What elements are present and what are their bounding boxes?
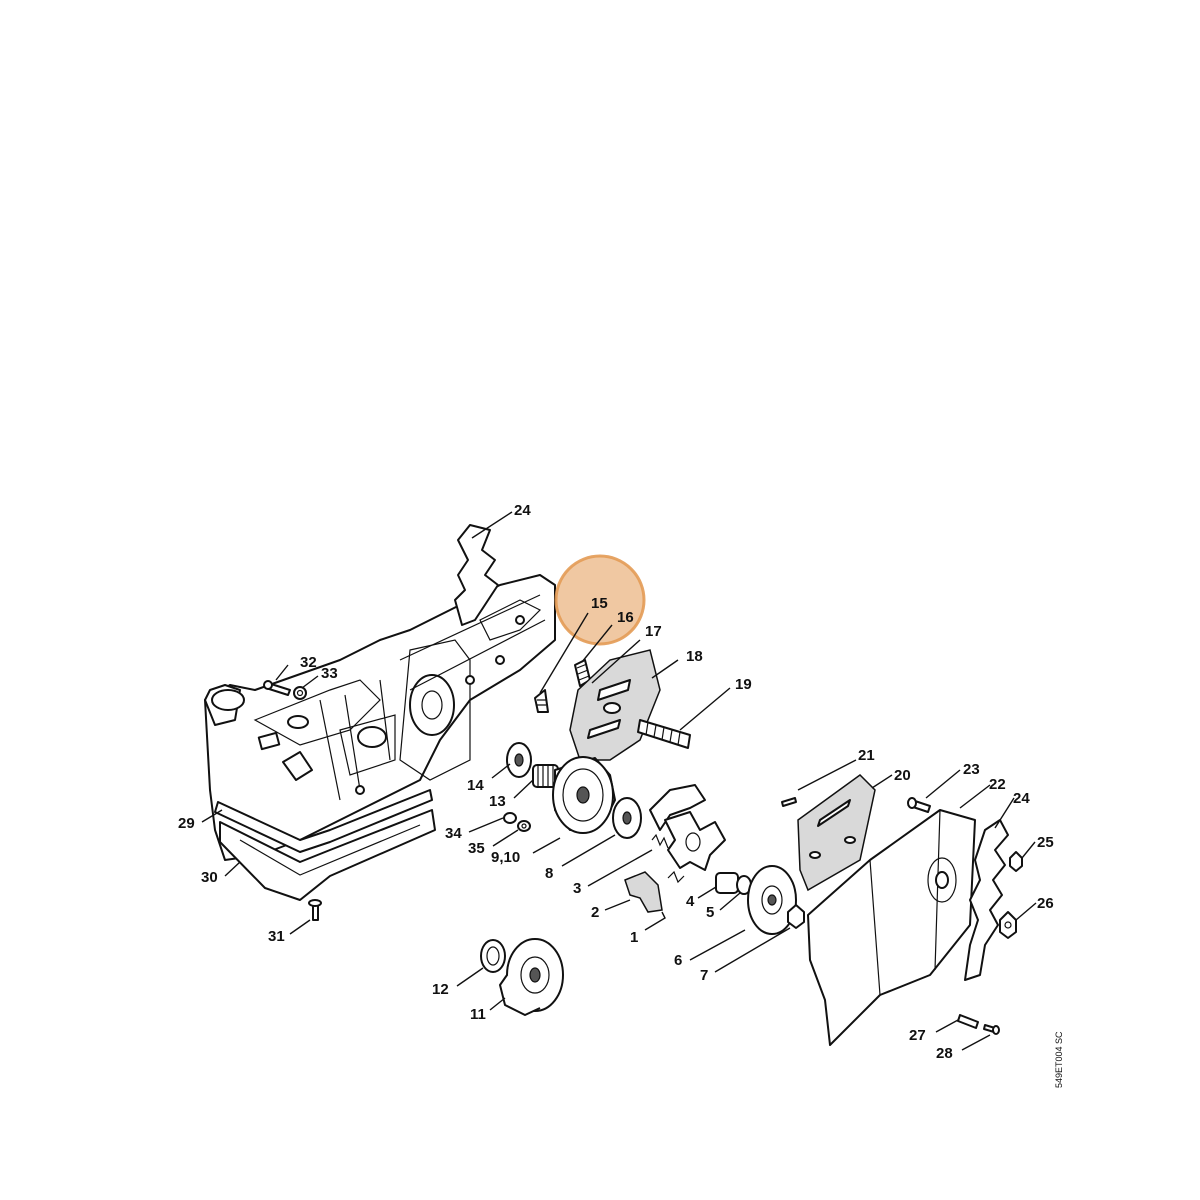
- washer-14[interactable]: [506, 742, 532, 778]
- label-25[interactable]: 25: [1037, 834, 1054, 851]
- label-8[interactable]: 8: [545, 865, 553, 882]
- label-7[interactable]: 7: [700, 967, 708, 984]
- cover-plate-20[interactable]: [797, 774, 876, 892]
- label-5[interactable]: 5: [706, 904, 714, 921]
- nut-35[interactable]: [517, 820, 531, 832]
- label-2[interactable]: 2: [591, 904, 599, 921]
- gasket-24-right[interactable]: [964, 819, 1009, 981]
- label-32[interactable]: 32: [300, 654, 317, 671]
- gasket-24-top[interactable]: [454, 524, 499, 626]
- label-24-top[interactable]: 24: [514, 502, 531, 519]
- screw-15[interactable]: [534, 689, 549, 713]
- label-30[interactable]: 30: [201, 869, 218, 886]
- label-26[interactable]: 26: [1037, 895, 1054, 912]
- part-labels: 24 15 16 17 18 19 32 33 14 13 9,10 34 35…: [178, 502, 1054, 1062]
- nut-25[interactable]: [1009, 851, 1023, 872]
- label-1[interactable]: 1: [630, 929, 638, 946]
- oil-pan-30[interactable]: [219, 809, 436, 901]
- label-6[interactable]: 6: [674, 952, 682, 969]
- label-4[interactable]: 4: [686, 893, 695, 910]
- pin-21[interactable]: [781, 797, 797, 807]
- label-12[interactable]: 12: [432, 981, 449, 998]
- label-15[interactable]: 15: [591, 595, 608, 612]
- label-14[interactable]: 14: [467, 777, 484, 794]
- clutch-drum-11[interactable]: [499, 938, 564, 1016]
- pin-27[interactable]: [957, 1014, 979, 1029]
- screw-31[interactable]: [308, 899, 322, 921]
- label-9-10[interactable]: 9,10: [491, 849, 520, 866]
- nut-26[interactable]: [999, 911, 1017, 939]
- highlight-circle: [554, 554, 646, 646]
- label-17[interactable]: 17: [645, 623, 662, 640]
- leader-lines: [201, 511, 1037, 1051]
- label-13[interactable]: 13: [489, 793, 506, 810]
- sleeve-4[interactable]: [715, 872, 739, 894]
- label-18[interactable]: 18: [686, 648, 703, 665]
- label-21[interactable]: 21: [858, 747, 875, 764]
- clutch-shoe-upper[interactable]: [649, 784, 706, 831]
- label-27[interactable]: 27: [909, 1027, 926, 1044]
- label-19[interactable]: 19: [735, 676, 752, 693]
- label-3[interactable]: 3: [573, 880, 581, 897]
- spring-3[interactable]: [651, 833, 669, 849]
- stud-19[interactable]: [637, 719, 691, 749]
- gasket-29[interactable]: [214, 789, 433, 853]
- screw-32[interactable]: [263, 680, 291, 696]
- ring-12[interactable]: [480, 939, 506, 973]
- nut-33[interactable]: [293, 686, 307, 700]
- spring-small[interactable]: [667, 870, 685, 884]
- label-11[interactable]: 11: [470, 1006, 486, 1023]
- label-31[interactable]: 31: [268, 928, 285, 945]
- label-23[interactable]: 23: [963, 761, 980, 778]
- label-28[interactable]: 28: [936, 1045, 953, 1062]
- nut-7[interactable]: [787, 904, 805, 929]
- label-24-right[interactable]: 24: [1013, 790, 1030, 807]
- washer-34[interactable]: [503, 812, 517, 824]
- screw-28[interactable]: [983, 1024, 1000, 1035]
- label-16[interactable]: 16: [617, 609, 634, 626]
- label-33[interactable]: 33: [321, 665, 338, 682]
- label-22[interactable]: 22: [989, 776, 1006, 793]
- thrust-washer-6[interactable]: [747, 865, 797, 935]
- clutch-drum-9-10[interactable]: [552, 756, 616, 834]
- sprocket-cover-22[interactable]: [807, 809, 976, 1046]
- washer-8[interactable]: [612, 797, 642, 839]
- clutch-carrier-1[interactable]: [664, 811, 726, 871]
- label-20[interactable]: 20: [894, 767, 911, 784]
- label-34[interactable]: 34: [445, 825, 462, 842]
- label-29[interactable]: 29: [178, 815, 195, 832]
- drawing-code: 549ET004 SC: [1054, 1031, 1064, 1088]
- label-35[interactable]: 35: [468, 840, 485, 857]
- screw-23[interactable]: [907, 797, 931, 813]
- crankcase[interactable]: [204, 574, 556, 861]
- clutch-shoe-2[interactable]: [624, 871, 663, 913]
